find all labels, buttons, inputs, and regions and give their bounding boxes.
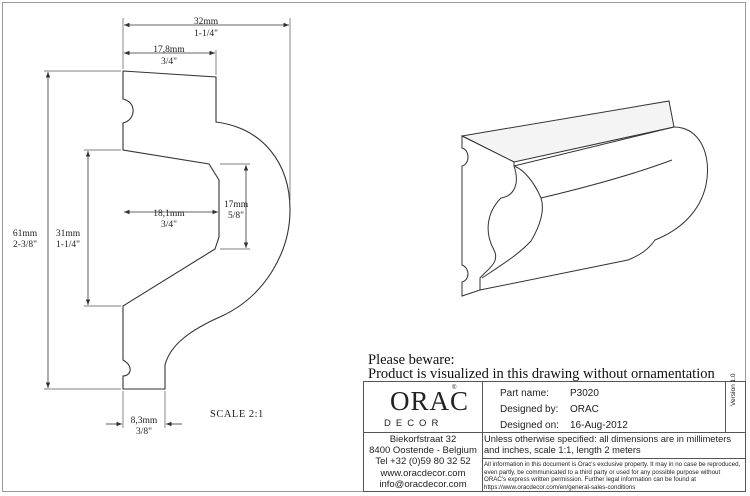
dim-overall-width-in: 1-1/4" [194,29,218,39]
iso-right-curve [479,126,708,291]
designed-by-label: Designed by: [500,404,559,415]
dim-inner-height-mm: 31mm [56,229,81,239]
logo-subword: DECOR [384,418,444,429]
dim-overall-height-in: 2-3/8" [13,240,37,250]
tb-divider-version [725,382,726,432]
address-city: 8400 Oostende - Belgium [369,445,477,457]
dim-inner-height-in: 1-1/4" [56,240,80,250]
company-address: Biekorfstraat 32 8400 Oostende - Belgium… [364,434,482,490]
version-label: Version 1.0 [730,373,737,406]
logo-word: ORAC [390,386,470,416]
designed-on-value: 16-Aug-2012 [570,420,628,431]
isometric-view [460,100,708,297]
address-website: www.oracdecor.com [380,467,466,479]
dim-recess-height-in: 5/8" [228,211,244,221]
scale-label: SCALE 2:1 [210,409,264,420]
iso-inner-curve [481,165,543,279]
dim-recess-height-mm: 17mm [224,200,249,210]
dim-base-width-in: 3/8" [136,427,152,437]
dim-overall-width-mm: 32mm [194,17,219,27]
tb-divider-notes [482,458,745,459]
legal-note: All information in this document is Orac… [484,461,741,491]
part-name-value: P3020 [570,388,599,399]
address-phone: Tel +32 (0)59 80 32 52 [375,456,471,468]
dim-inner-width-in: 3/4" [161,220,177,230]
address-email: info@oracdecor.com [379,478,467,490]
designed-on-label: Designed on: [500,420,559,431]
profile-section [122,70,291,390]
dim-overall-height-mm: 61mm [13,229,38,239]
dim-top-width-mm: 17,8mm [153,45,185,55]
title-block: ORAC ® DECOR Part name: P3020 Designed b… [363,373,746,492]
orac-logo: ORAC ® DECOR [364,382,482,432]
tb-divider-horizontal [364,432,745,433]
dim-top-width-in: 3/4" [161,57,177,67]
designed-by-value: ORAC [570,404,599,415]
iso-front-face [461,135,517,297]
part-name-label: Part name: [500,388,549,399]
warning-title: Please beware: [368,352,455,368]
specification-note: Unless otherwise specified: all dimensio… [484,434,731,455]
dim-inner-width-mm: 18,1mm [153,209,185,219]
warning-text: Product is visualized in this drawing wi… [368,366,715,382]
dim-base-width-mm: 8,3mm [131,416,158,426]
registered-mark: ® [452,385,457,391]
address-street: Biekorfstraat 32 [389,434,457,445]
tb-divider-vertical [482,382,483,492]
dimension-lines [45,22,289,427]
extension-lines [44,18,291,428]
iso-inner-rail [540,159,673,199]
